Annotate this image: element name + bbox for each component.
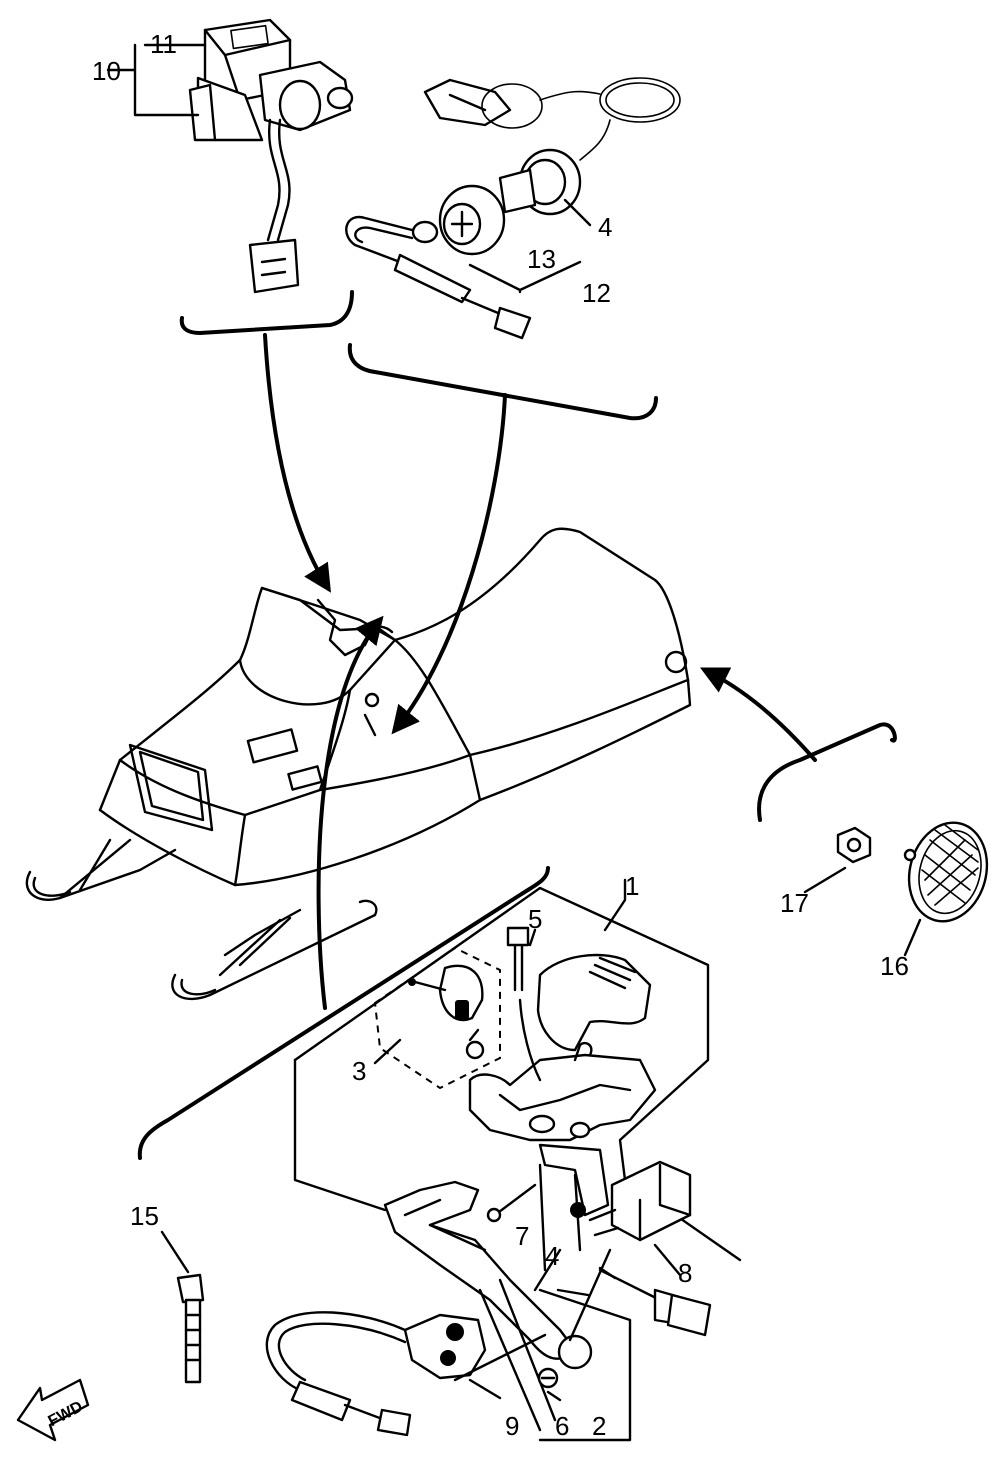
reflector-16 [903, 821, 989, 957]
callout-4-lower: 4 [545, 1241, 559, 1271]
callout-6: 6 [555, 1411, 569, 1441]
callout-17: 17 [780, 888, 809, 918]
callout-12: 12 [582, 278, 611, 308]
part-3-group [373, 946, 501, 1090]
callout-15: 15 [130, 1201, 159, 1231]
snowmobile-outline [25, 527, 692, 1001]
fwd-arrow-icon: FWD [16, 1378, 90, 1442]
switch-8 [588, 1160, 712, 1337]
callout-3: 3 [352, 1056, 366, 1086]
key-15 [160, 1230, 205, 1384]
callout-brackets [179, 290, 897, 822]
switch-assembly-10 [106, 18, 354, 294]
callout-5: 5 [528, 904, 542, 934]
callout-labels: 1 2 3 4 4 5 6 7 8 9 10 11 12 13 15 16 17 [92, 29, 909, 1441]
leader-lines [468, 928, 612, 1402]
callout-2: 2 [592, 1411, 606, 1441]
throttle-housing [468, 926, 657, 1272]
callout-13: 13 [527, 244, 556, 274]
callout-7: 7 [515, 1221, 529, 1251]
nut-17 [803, 826, 872, 894]
switch-9 [265, 1311, 559, 1437]
key-switch-assembly-12 [345, 77, 681, 340]
callout-4-upper: 4 [598, 212, 612, 242]
callout-8: 8 [678, 1258, 692, 1288]
callout-16: 16 [880, 951, 909, 981]
throttle-lever [383, 1180, 593, 1432]
callout-10: 10 [92, 56, 121, 86]
callout-9: 9 [505, 1411, 519, 1441]
callout-11: 11 [150, 29, 177, 59]
callout-1: 1 [625, 871, 639, 901]
